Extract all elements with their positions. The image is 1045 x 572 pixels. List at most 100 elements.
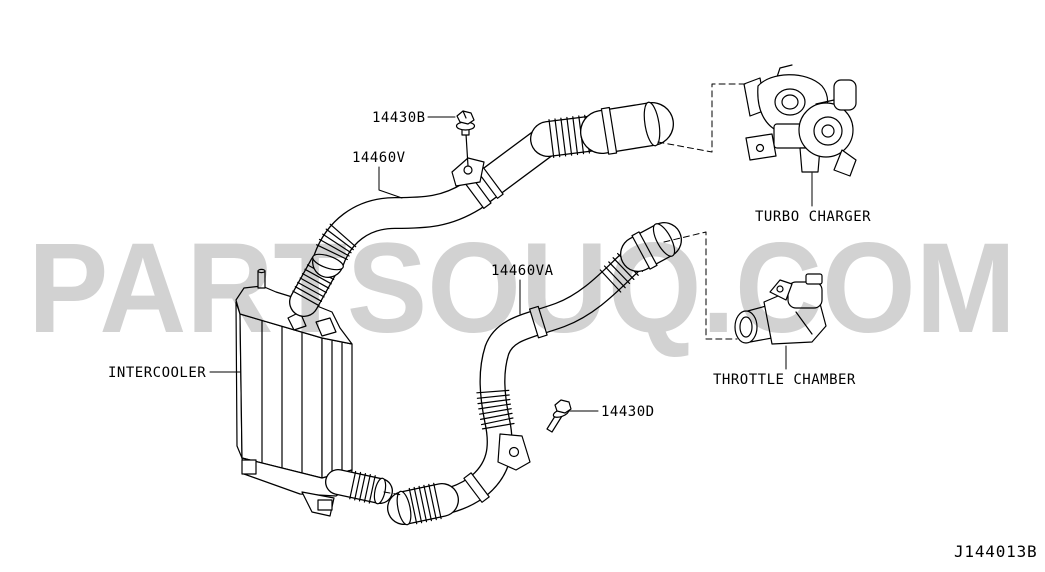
hose-rib bbox=[316, 244, 348, 261]
hose-rib bbox=[548, 119, 555, 158]
turbo-mount-hole bbox=[755, 143, 765, 153]
connection-line-intercooler-outlet bbox=[383, 491, 403, 496]
hose-rib bbox=[349, 470, 357, 500]
hose-rib bbox=[479, 408, 512, 415]
hose-rib bbox=[363, 474, 371, 503]
hose-rib bbox=[477, 398, 511, 405]
hose-rib bbox=[608, 261, 631, 285]
hose-rib bbox=[354, 471, 362, 501]
hose-14460va-end-bellows bbox=[387, 482, 459, 526]
throttle-connector bbox=[805, 273, 823, 285]
throttle-bore bbox=[739, 316, 753, 338]
compressor-outlet bbox=[833, 149, 857, 177]
hose-14460va-connector bbox=[620, 222, 682, 272]
hose-rib bbox=[478, 403, 511, 410]
part-callout-14460v[interactable]: 14460V bbox=[352, 150, 406, 166]
hose-14460v-body bbox=[313, 123, 565, 277]
hose-clamp bbox=[528, 305, 548, 339]
hose-rib bbox=[566, 116, 573, 156]
hose-rib bbox=[481, 422, 515, 430]
bolt-hex-head bbox=[554, 399, 572, 414]
hose-rib bbox=[329, 223, 357, 248]
hose-rib bbox=[358, 473, 366, 502]
nut-14430b bbox=[455, 110, 476, 167]
hose-rib bbox=[560, 117, 567, 157]
hose-clamp bbox=[463, 472, 490, 503]
connection-line-turbo bbox=[657, 83, 747, 153]
intercooler-core-side bbox=[321, 337, 353, 479]
hose-rib bbox=[433, 482, 442, 520]
hose-rib bbox=[480, 412, 513, 420]
leader-lines bbox=[209, 116, 813, 412]
hose-clamp bbox=[631, 231, 658, 270]
hose-rib bbox=[292, 290, 320, 307]
hose-rib bbox=[612, 257, 635, 280]
throttle-chamber bbox=[734, 273, 827, 345]
hose-rib bbox=[418, 485, 428, 523]
turbine-outlet-bore bbox=[781, 94, 799, 110]
hose-end-ring bbox=[652, 223, 676, 257]
hose-rib bbox=[322, 233, 352, 254]
nut-hex-edge bbox=[462, 110, 467, 119]
figure-code: J144013B bbox=[954, 542, 1037, 561]
hose-mount-tab-hole bbox=[463, 165, 473, 175]
hose-rib bbox=[554, 118, 561, 158]
label-throttle-chamber: THROTTLE CHAMBER bbox=[713, 372, 856, 388]
hose-rib bbox=[325, 228, 354, 251]
hose-clamp bbox=[600, 106, 618, 155]
turbocharger bbox=[743, 64, 857, 177]
hose-rib bbox=[599, 269, 622, 293]
hose-rib bbox=[297, 281, 325, 298]
hose-rib bbox=[428, 483, 437, 521]
hose-rib bbox=[368, 475, 376, 504]
hose-14460v bbox=[312, 122, 566, 278]
intercooler-mount-pin-top bbox=[257, 268, 266, 274]
hose-end-ring bbox=[396, 490, 412, 526]
hose-rib bbox=[572, 116, 579, 156]
throttle-mount-hole bbox=[776, 285, 784, 293]
part-callout-14430b[interactable]: 14430B bbox=[372, 110, 426, 126]
hose-rib bbox=[476, 389, 510, 394]
nut-axis-line bbox=[465, 133, 469, 167]
part-callout-14460va[interactable]: 14460VA bbox=[491, 263, 554, 279]
label-turbocharger: TURBO CHARGER bbox=[755, 209, 871, 225]
throttle-body-rib bbox=[795, 311, 813, 335]
intercooler-bracket-tab bbox=[317, 499, 333, 511]
label-intercooler: INTERCOOLER bbox=[108, 365, 206, 381]
hose-end-ring bbox=[643, 101, 661, 147]
intercooler-mount-pin bbox=[257, 270, 266, 289]
compressor-wheel-nut bbox=[821, 124, 835, 138]
hose-rib bbox=[302, 273, 330, 289]
hose-end-ring bbox=[312, 253, 344, 271]
hose-mount-tab bbox=[451, 157, 485, 187]
hose-rib bbox=[603, 265, 626, 289]
intercooler bbox=[235, 268, 353, 517]
hose-rib bbox=[481, 417, 514, 426]
bolt-14430d bbox=[546, 399, 572, 433]
intercooler-top-bracket bbox=[315, 317, 337, 337]
intercooler-outlet-pipe-body bbox=[326, 470, 392, 503]
hose-rib bbox=[423, 484, 432, 522]
hose-rib bbox=[294, 286, 323, 302]
hose-rib bbox=[413, 486, 423, 524]
part-callout-14430d[interactable]: 14430D bbox=[601, 404, 655, 420]
hose-rib bbox=[476, 394, 510, 399]
hose-14460va bbox=[399, 235, 661, 519]
hose-rib bbox=[408, 487, 418, 525]
hose-rib bbox=[318, 238, 350, 257]
connection-line-throttle bbox=[663, 231, 738, 340]
wastegate-actuator bbox=[833, 79, 857, 111]
intercooler-core-front bbox=[239, 313, 323, 479]
hose-rib bbox=[299, 277, 327, 294]
hose-mount-bracket bbox=[497, 433, 531, 471]
line-art bbox=[209, 64, 857, 526]
leader-line-14460v bbox=[378, 166, 403, 199]
hose-mount-bracket-hole bbox=[508, 446, 520, 458]
intercooler-outlet-pipe bbox=[325, 469, 393, 505]
intercooler-bottom-foot bbox=[241, 459, 257, 475]
throttle-motor-housing bbox=[787, 281, 823, 309]
hose-14460v-connector bbox=[580, 101, 674, 155]
wastegate-rod bbox=[815, 99, 835, 105]
